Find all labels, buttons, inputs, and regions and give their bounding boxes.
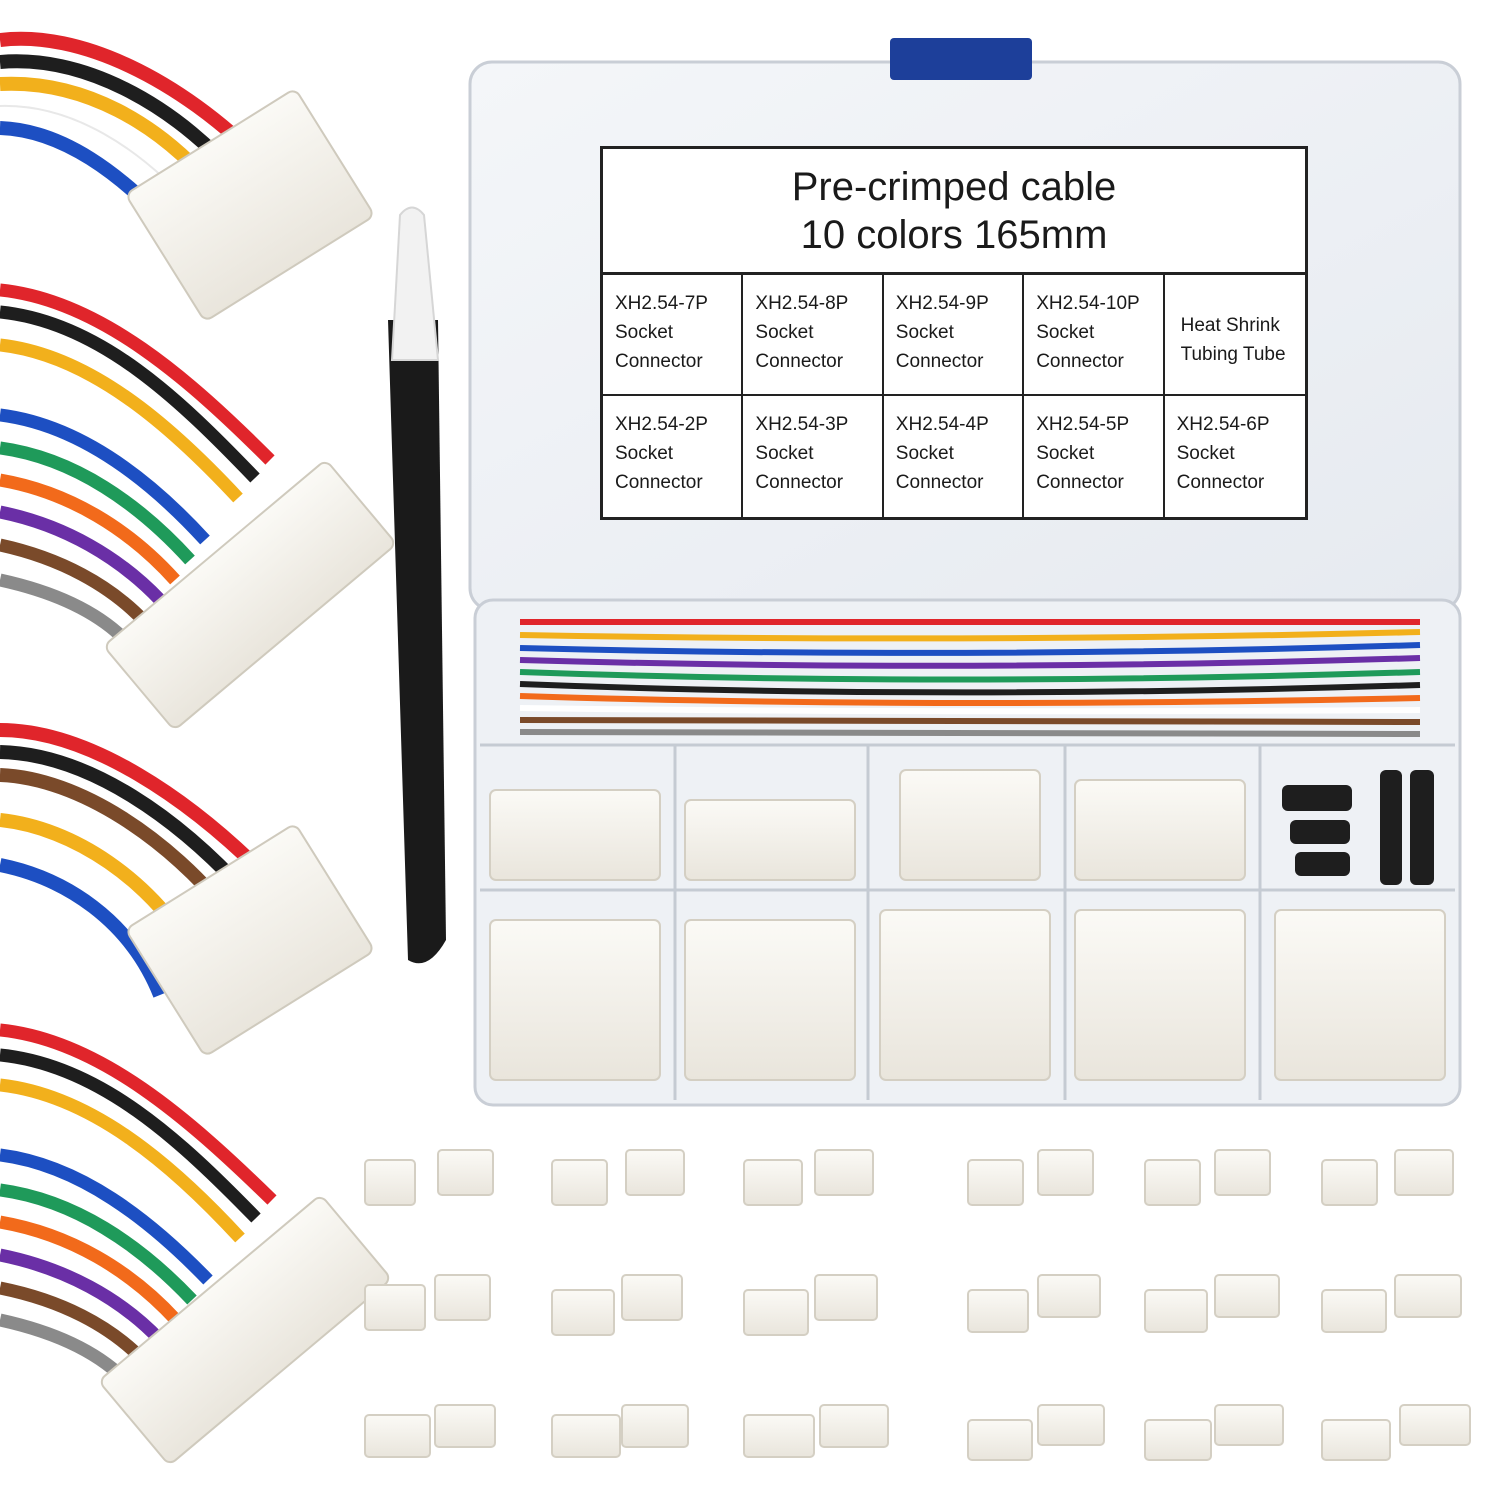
- compartment-label-8p: XH2.54-8P Socket Connector: [743, 275, 884, 396]
- compartment-label-5p: XH2.54-5P Socket Connector: [1024, 396, 1165, 517]
- label-title: Pre-crimped cable 10 colors 165mm: [603, 149, 1305, 275]
- label-title-line1: Pre-crimped cable: [791, 165, 1117, 209]
- tweezers: [388, 206, 446, 964]
- harness-cable-10p-lower: [0, 1023, 390, 1464]
- compartment-label-3p: XH2.54-3P Socket Connector: [743, 396, 884, 517]
- harness-cable-10p: [0, 283, 395, 729]
- harness-cable-7p-lower: [0, 723, 373, 1055]
- compartment-label-9p: XH2.54-9P Socket Connector: [883, 275, 1025, 396]
- compartment-label-6p: XH2.54-6P Socket Connector: [1176, 414, 1270, 493]
- compartment-label-10p: XH2.54-10P Socket Connector: [1024, 275, 1165, 396]
- lid-label-card: Pre-crimped cable 10 colors 165mm XH2.54…: [600, 146, 1308, 520]
- harness-cable-7p: [0, 31, 373, 320]
- compartment-label-2p: XH2.54-2P Socket Connector: [603, 396, 744, 517]
- compartment-label-grid: XH2.54-7P Socket Connector XH2.54-8P Soc…: [603, 275, 1305, 517]
- compartment-label-4p: XH2.54-4P Socket Connector: [884, 396, 1025, 517]
- compartment-label-heat-shrink: Heat Shrink Tubing Tube: [1164, 275, 1305, 396]
- loose-connectors: [364, 1149, 1471, 1461]
- compartment-label-7p: XH2.54-7P Socket Connector: [603, 275, 744, 396]
- label-title-line2: 10 colors 165mm: [800, 213, 1108, 257]
